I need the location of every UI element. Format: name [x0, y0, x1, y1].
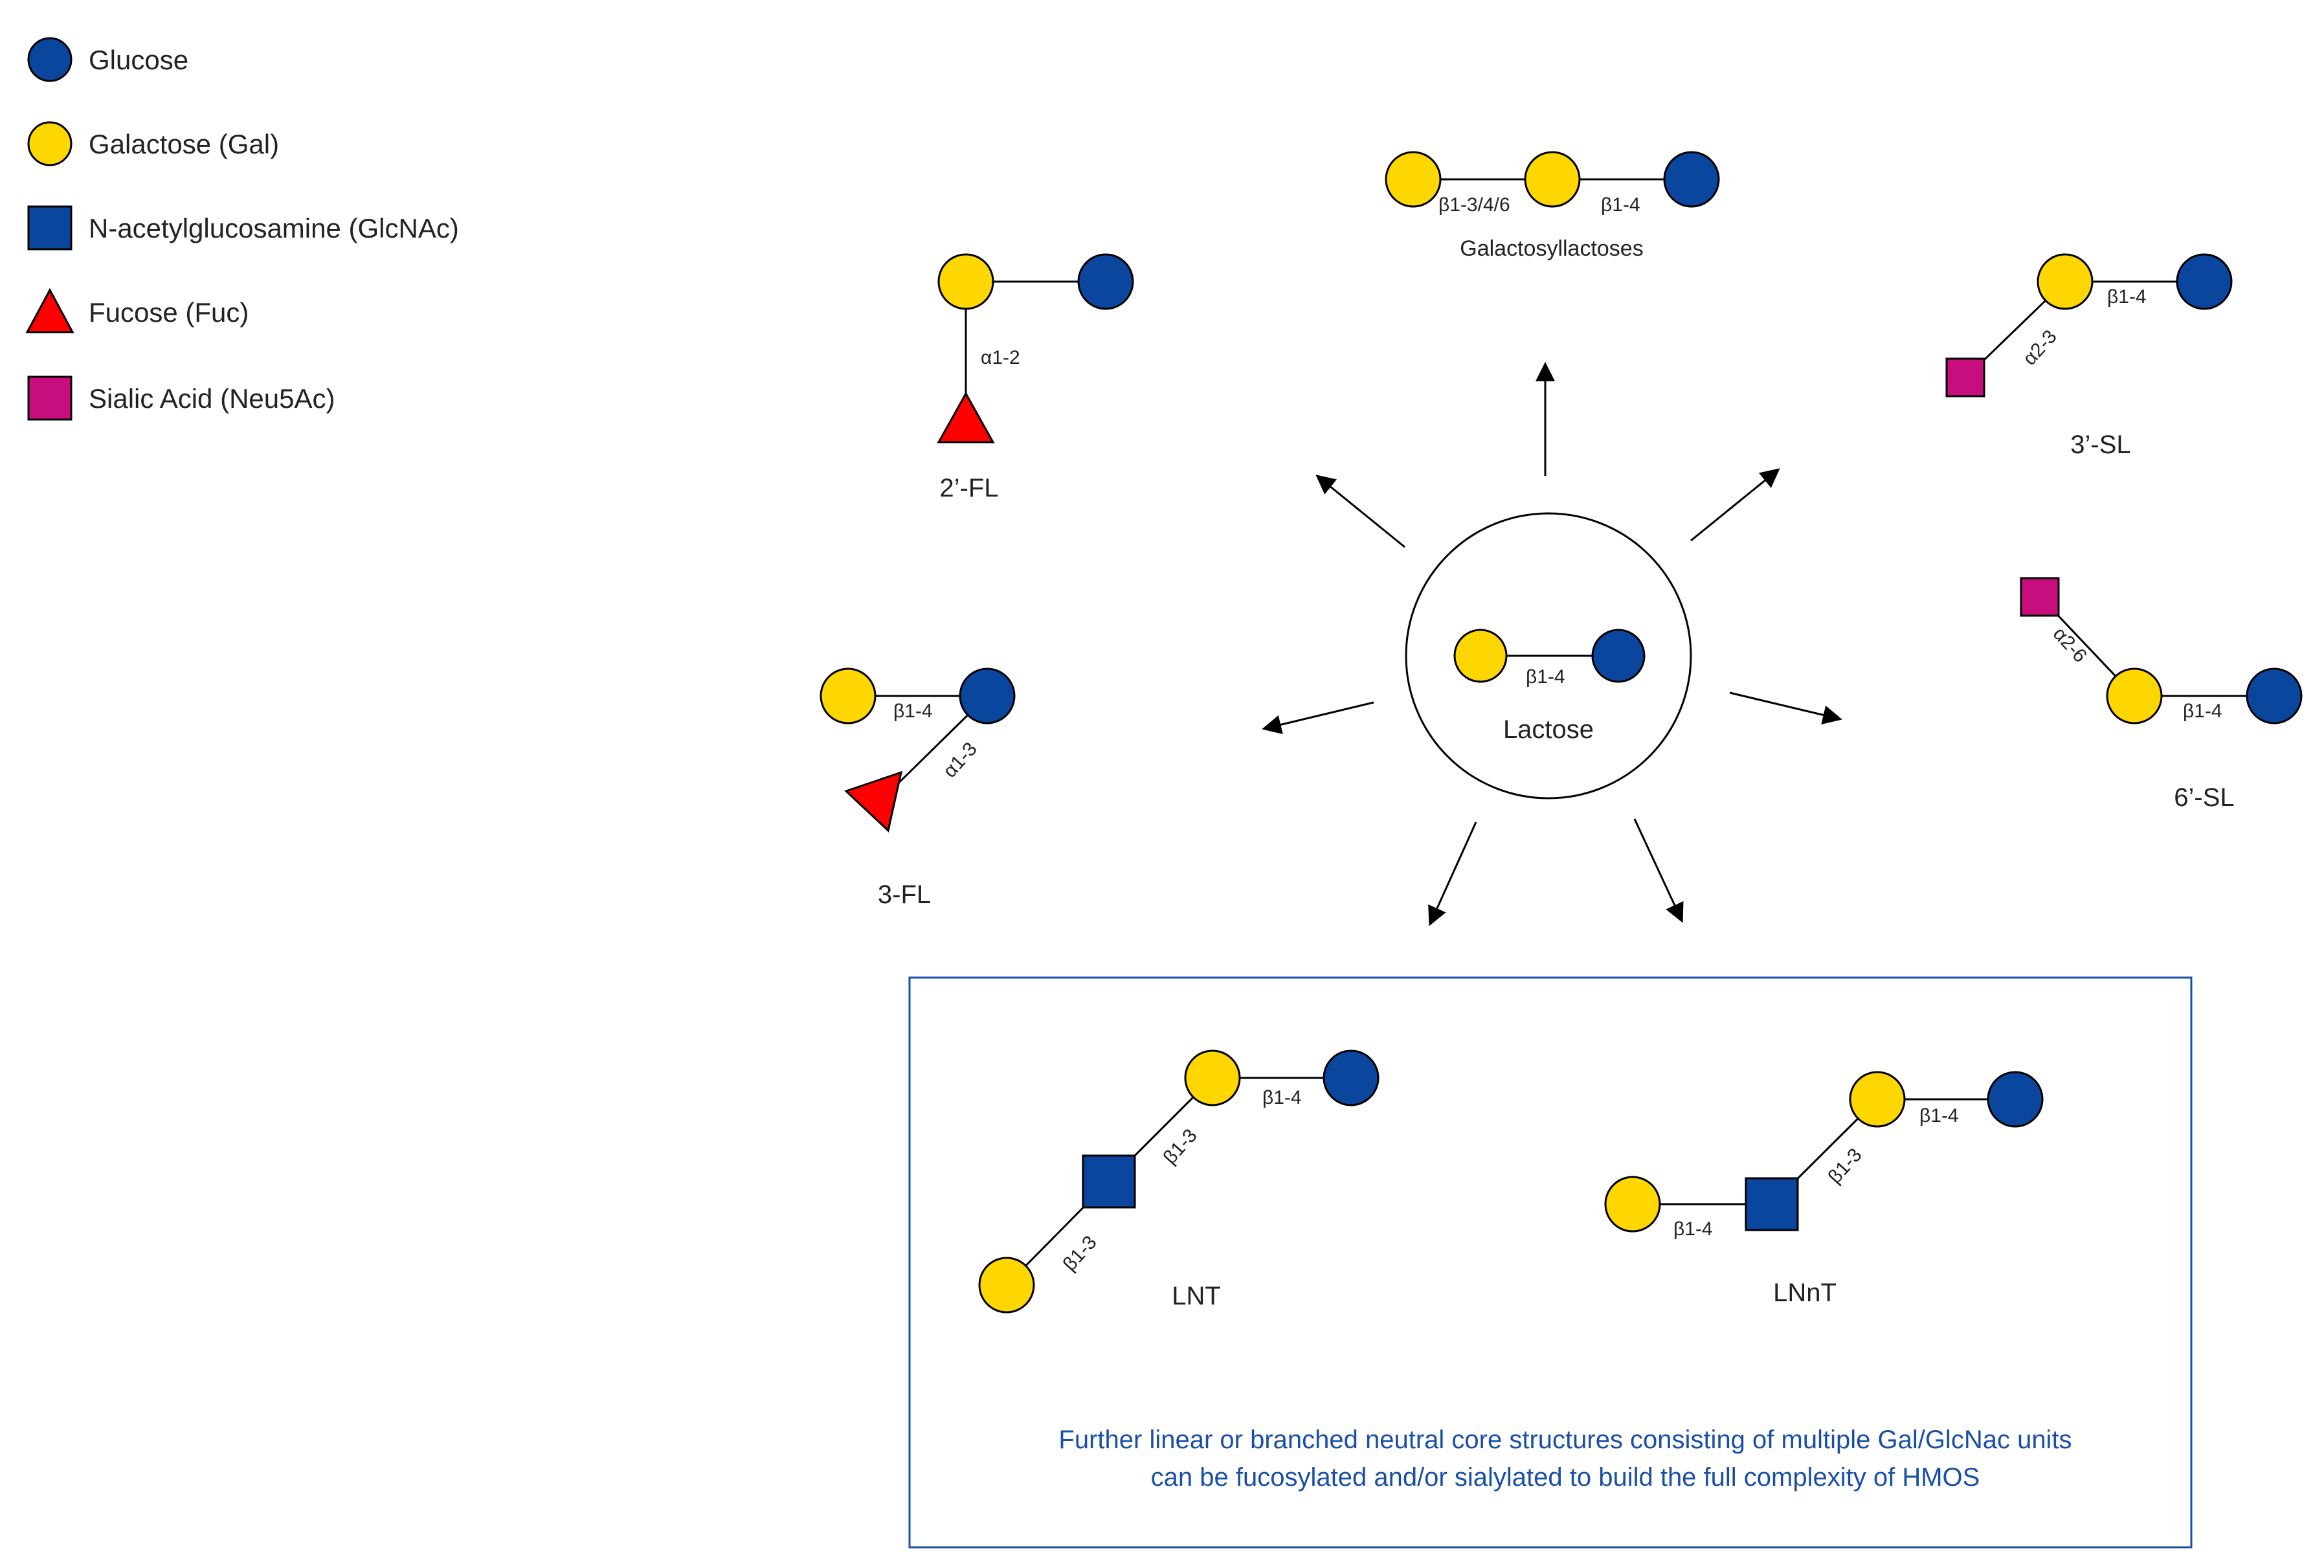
glcnac-icon — [1745, 1177, 1799, 1231]
sl6-structure: α2-6 β1-4 6’-SL — [2020, 577, 2303, 812]
arrow-right — [1729, 691, 1842, 725]
glucose-icon — [2176, 253, 2233, 310]
legend: Glucose Galactose (Gal) N-acetylglucosam… — [25, 37, 459, 421]
galactose-icon — [2037, 253, 2094, 310]
galactose-icon — [820, 667, 877, 724]
glucose-icon — [1077, 253, 1134, 310]
linkage-label: β1-4 — [1526, 666, 1565, 688]
legend-label: Glucose — [89, 45, 188, 75]
fl2-label: 2’-FL — [939, 474, 998, 502]
linkage-label: β1-4 — [1919, 1105, 1959, 1126]
linkage-label: β1-4 — [893, 700, 933, 722]
legend-item-galactose: Galactose (Gal) — [27, 121, 279, 166]
linkage-label: α2-3 — [2019, 326, 2061, 369]
legend-item-sialic-acid: Sialic Acid (Neu5Ac) — [27, 375, 335, 421]
galactosyllactoses-label: Galactosyllactoses — [1460, 236, 1643, 261]
galactose-icon — [27, 121, 73, 166]
glucose-icon — [959, 667, 1016, 724]
linkage-label: β1-3 — [1159, 1125, 1201, 1169]
legend-label: Fucose (Fuc) — [89, 297, 249, 328]
arrow-upper-right — [1690, 468, 1780, 542]
legend-label: Sialic Acid (Neu5Ac) — [89, 383, 335, 414]
lactose-label: Lactose — [1503, 715, 1594, 744]
glcnac-icon — [27, 205, 73, 251]
galactose-icon — [1453, 629, 1508, 683]
galactose-icon — [2106, 667, 2163, 724]
arrow-lower-left — [1428, 822, 1477, 926]
linkage-label: β1-4 — [2183, 700, 2222, 722]
box-border — [908, 976, 2193, 1549]
sl3-label: 3’-SL — [2070, 431, 2130, 459]
linkage-label: β1-4 — [1673, 1218, 1713, 1240]
legend-item-glcnac: N-acetylglucosamine (GlcNAc) — [27, 205, 459, 251]
linkage-label: α1-3 — [939, 738, 981, 781]
glucose-icon — [1591, 629, 1646, 683]
galactose-icon — [937, 253, 994, 310]
legend-item-fucose: Fucose (Fuc) — [25, 287, 249, 333]
note-line-1: Further linear or branched neutral core … — [1058, 1426, 2072, 1454]
legend-label: Galactose (Gal) — [89, 129, 279, 159]
galactose-icon — [978, 1257, 1035, 1314]
glcnac-icon — [1082, 1154, 1136, 1209]
sl6-label: 6’-SL — [2174, 783, 2234, 812]
lnt-structure: β1-4 β1-3 β1-3 LNT — [978, 1049, 1380, 1314]
sialic-acid-icon — [2020, 577, 2060, 617]
arrow-left — [1262, 701, 1374, 734]
galactosyllactoses-structure: β1-3/4/6 β1-4 Galactosyllactoses — [1385, 151, 1720, 261]
lnnt-label: LNnT — [1773, 1279, 1837, 1307]
arrow-upper-left — [1315, 475, 1405, 548]
galactose-icon — [1604, 1176, 1661, 1233]
glucose-icon — [1663, 151, 1720, 208]
fucose-icon — [844, 770, 903, 833]
sl3-structure: β1-4 α2-3 3’-SL — [1945, 253, 2233, 459]
galactose-icon — [1184, 1049, 1241, 1106]
arrows — [1262, 362, 1842, 926]
legend-item-glucose: Glucose — [27, 37, 188, 82]
linkage-label: β1-3 — [1824, 1145, 1866, 1188]
fucose-icon — [937, 391, 995, 443]
fl2-structure: α1-2 2’-FL — [937, 253, 1134, 502]
linkage-label: α1-2 — [981, 347, 1020, 368]
sialic-acid-icon — [27, 375, 73, 421]
note-line-2: can be fucosylated and/or sialylated to … — [1151, 1463, 1980, 1492]
linkage-label: β1-4 — [1262, 1087, 1302, 1108]
galactose-icon — [1524, 151, 1581, 208]
galactose-icon — [1385, 151, 1442, 208]
glucose-icon — [2246, 667, 2303, 724]
linkage-label: β1-4 — [2107, 286, 2147, 308]
fucose-icon — [25, 287, 74, 333]
core-structures-box: β1-4 β1-3 β1-3 LNT β1-4 β1-3 β1-4 LNnT F… — [908, 976, 2193, 1549]
lactose-center: β1-4 Lactose — [1405, 512, 1692, 800]
linkage-label: α2-6 — [2049, 623, 2091, 667]
glucose-icon — [1987, 1071, 2044, 1128]
glucose-icon — [1323, 1049, 1380, 1106]
legend-label: N-acetylglucosamine (GlcNAc) — [89, 213, 459, 243]
galactose-icon — [1849, 1071, 1906, 1128]
fl3-structure: β1-4 α1-3 3-FL — [820, 667, 1016, 909]
glucose-icon — [27, 37, 73, 82]
lnt-label: LNT — [1172, 1282, 1221, 1310]
linkage-label: β1-4 — [1601, 194, 1640, 216]
linkage-label: β1-3/4/6 — [1438, 194, 1510, 216]
sialic-acid-icon — [1945, 357, 1985, 398]
arrow-lower-right — [1633, 818, 1684, 923]
lnnt-structure: β1-4 β1-3 β1-4 LNnT — [1604, 1071, 2044, 1307]
linkage-label: β1-3 — [1059, 1232, 1101, 1275]
lactose-ring — [1405, 512, 1692, 800]
fl3-label: 3-FL — [878, 880, 931, 909]
